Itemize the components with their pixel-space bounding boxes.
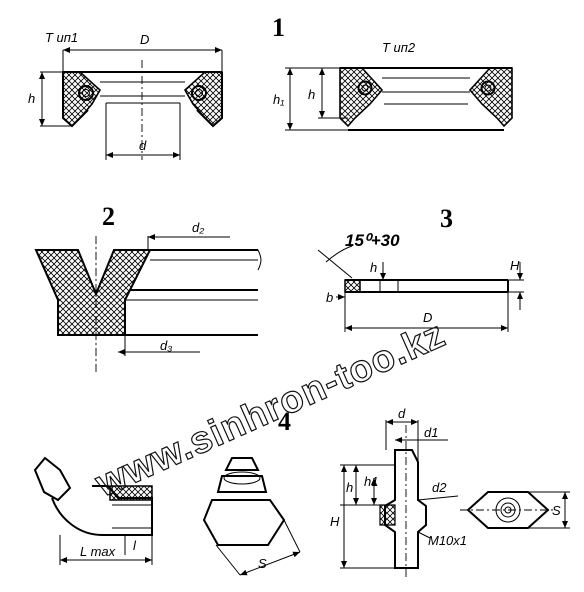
fig3-dim-H: H [510,258,520,273]
figure-2-number: 2 [102,202,115,231]
fig3-dim-h: h [370,260,377,275]
fig2-dim-d2: d₂ [192,220,204,235]
type1-dim-h: h [28,91,35,106]
fig2-dim-d3: d₃ [160,338,172,353]
angled-grease-nipple: L max l [33,456,153,565]
type1-label: Т ип1 [45,30,78,45]
fig4-dim-Lmax: L max [80,544,116,559]
type1-dim-d: d [139,138,147,153]
fig4-dim-S-right: S [552,503,561,518]
figure-1: 1 Т ип1 D h [28,13,513,160]
fig4-dim-h: h [346,480,353,495]
fig4-dim-d2: d2 [432,480,447,495]
fig4-dim-h1: h1 [364,474,378,489]
fig4-dim-l: l [133,538,137,553]
fig4-dim-d: d [398,406,406,421]
fig4-thread: M10x1 [428,533,467,548]
fig3-dim-D: D [423,310,432,325]
straight-nipple-section: d d1 d2 M10x1 H h h1 [330,406,467,580]
seal-type1: Т ип1 D h d [28,30,223,160]
fig3-dim-b: b [326,290,333,305]
type2-dim-h1: h₁ [273,92,284,107]
fig4-dim-S-left: S [258,556,267,571]
figure-1-number: 1 [272,13,285,42]
fig3-angle: 15⁰+30 [345,231,400,250]
figure-2: 2 d₂ d₃ [34,202,262,372]
hex-end-view: S [460,491,570,529]
figure-3-number: 3 [440,204,453,233]
seal-type2: Т ип2 h₁ h [273,40,513,131]
figure-4: 4 L max l S [33,406,570,580]
type2-dim-h: h [308,87,315,102]
type1-dim-D: D [140,32,149,47]
fig4-dim-d1: d1 [424,425,438,440]
figure-4-number: 4 [278,407,291,436]
figure-3: 3 15⁰+30 H h b D [317,204,524,332]
type2-label: Т ип2 [382,40,416,55]
hex-grease-nipple: S [202,457,301,576]
fig4-dim-H: H [330,514,340,529]
